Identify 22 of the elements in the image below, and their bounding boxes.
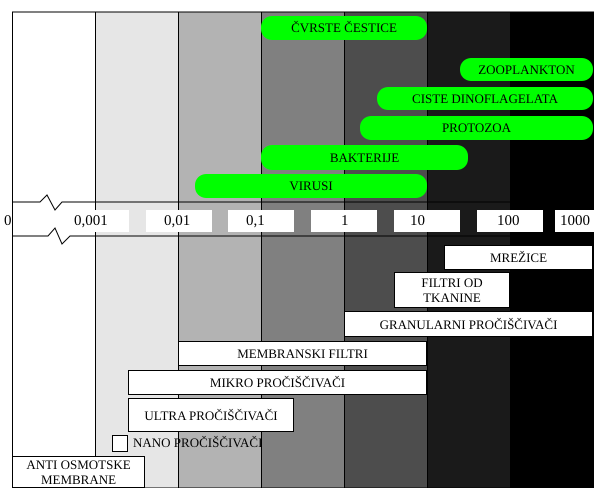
tick-label: 0,001	[74, 212, 108, 231]
filter-range-bar: MREŽICE	[444, 245, 593, 270]
organism-size-bar: VIRUSI	[195, 174, 427, 198]
tick-label: 0	[4, 212, 12, 231]
organism-size-bar: PROTOZOA	[360, 116, 593, 140]
filter-range-bar: MIKRO PROČIŠČIVAČI	[128, 370, 427, 395]
filter-range-bar: ULTRA PROČIŠČIVAČI	[128, 398, 294, 432]
filter-range-bar: FILTRI OD TKANINE	[394, 272, 510, 308]
organism-size-bar: CISTE DINOFLAGELATA	[377, 87, 593, 110]
tick-label: 10	[410, 212, 425, 231]
filter-range-bar: MEMBRANSKI FILTRI	[178, 341, 427, 366]
organism-size-bar: ČVRSTE ČESTICE	[261, 16, 427, 40]
filter-range-bar: GRANULARNI PROČIŠČIVAČI	[344, 311, 593, 337]
tick-label: 0,1	[246, 212, 265, 231]
organism-size-bar: BAKTERIJE	[261, 145, 468, 170]
tick-label: 0,01	[164, 212, 190, 231]
filter-range-bar: ANTI OSMOTSKE MEMBRANE	[12, 456, 145, 488]
tick-label: 100	[497, 212, 520, 231]
tick-label: 1	[341, 212, 348, 231]
tick-label: 1000	[560, 212, 590, 231]
organism-size-bar: ZOOPLANKTON	[460, 58, 593, 81]
legend-square	[112, 435, 128, 452]
